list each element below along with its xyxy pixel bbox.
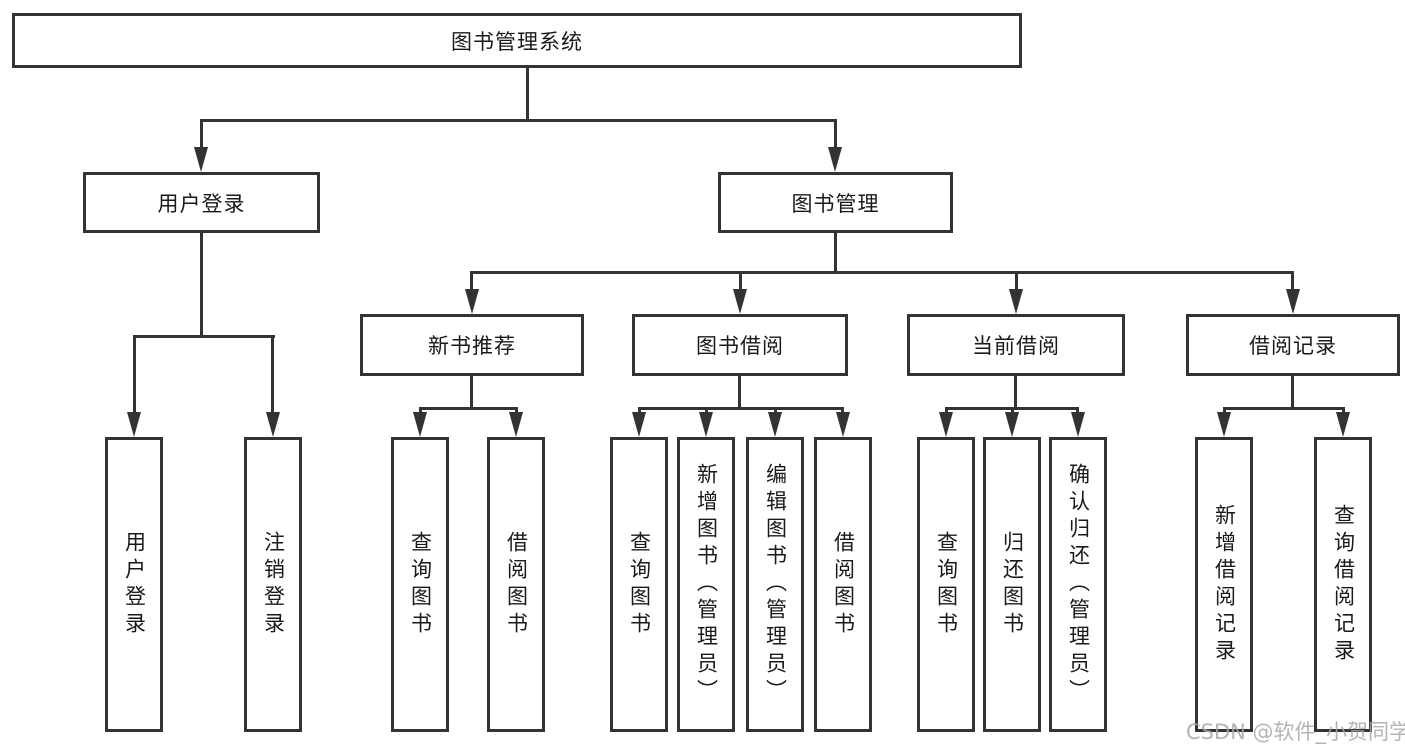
connector-drop-leaf	[841, 407, 844, 415]
csdn-watermark: CSDN @软件_小贺同学	[1186, 720, 1405, 744]
node-box-leaf-borrow-book-1: 借阅图书	[487, 437, 545, 732]
connector-root-stem	[526, 67, 529, 122]
connector-drop-leaf	[1342, 407, 1345, 415]
arrowhead-down-icon	[465, 289, 479, 314]
node-box-root: 图书管理系统	[12, 13, 1022, 68]
node-box-leaf-borrow-book-2: 借阅图书	[814, 437, 872, 732]
arrowhead-down-icon	[1005, 412, 1019, 437]
node-box-new-book-recommend: 新书推荐	[360, 314, 584, 376]
connector-drop-borrow-records	[1291, 271, 1294, 291]
connector-level1-horizontal	[200, 119, 836, 122]
connector-book-borrow-horizontal	[638, 407, 844, 410]
connector-drop-current-borrow	[1015, 271, 1018, 291]
arrowhead-down-icon	[413, 412, 427, 437]
connector-drop-leaf	[515, 407, 518, 415]
connector-borrow-records-horizontal	[1223, 407, 1344, 410]
connector-drop-leaf	[419, 407, 422, 415]
connector-drop-leaf	[705, 407, 708, 415]
connector-current-borrow-stem	[1014, 374, 1017, 409]
arrowhead-down-icon	[1336, 412, 1350, 437]
arrowhead-down-icon	[1286, 289, 1300, 314]
connector-drop-leaf	[1076, 407, 1079, 415]
connector-drop-leaf	[945, 407, 948, 415]
node-box-leaf-logout: 注销登录	[244, 437, 302, 732]
arrowhead-down-icon	[266, 412, 280, 437]
connector-drop-leaf	[638, 407, 641, 415]
connector-new-book-recommend-stem	[470, 374, 473, 409]
node-box-book-management: 图书管理	[718, 172, 953, 233]
node-box-leaf-confirm-return-admin: 确认归还（管理员）	[1049, 437, 1107, 732]
connector-drop-book-borrow	[739, 271, 742, 291]
node-box-user-login: 用户登录	[83, 172, 320, 233]
arrowhead-down-icon	[768, 412, 782, 437]
arrowhead-down-icon	[127, 412, 141, 437]
node-box-leaf-edit-book-admin: 编辑图书（管理员）	[746, 437, 804, 732]
connector-drop-new-book-recommend	[470, 271, 473, 291]
arrowhead-down-icon	[699, 412, 713, 437]
node-box-leaf-add-book-admin: 新增图书（管理员）	[677, 437, 735, 732]
connector-drop-leaf	[1223, 407, 1226, 415]
node-box-current-borrow: 当前借阅	[907, 314, 1125, 376]
arrowhead-down-icon	[828, 147, 842, 172]
connector-book-management-stem	[834, 231, 837, 273]
node-box-leaf-user-login: 用户登录	[105, 437, 163, 732]
arrowhead-down-icon	[509, 412, 523, 437]
node-box-book-borrow: 图书借阅	[632, 314, 848, 376]
node-box-leaf-query-book-3: 查询图书	[917, 437, 975, 732]
arrowhead-down-icon	[194, 147, 208, 172]
connector-borrow-records-stem	[1291, 374, 1294, 409]
node-box-leaf-add-borrow-record: 新增借阅记录	[1195, 437, 1253, 732]
arrowhead-down-icon	[939, 412, 953, 437]
connector-new-book-recommend-horizontal	[419, 407, 518, 410]
connector-user-login-horizontal	[133, 335, 275, 338]
connector-drop-leaf	[774, 407, 777, 415]
connector-drop-book-management	[834, 119, 837, 149]
arrowhead-down-icon	[733, 289, 747, 314]
arrowhead-down-icon	[1217, 412, 1231, 437]
node-box-leaf-query-book-1: 查询图书	[391, 437, 449, 732]
arrowhead-down-icon	[836, 412, 850, 437]
connector-book-borrow-stem	[738, 374, 741, 409]
arrowhead-down-icon	[1071, 412, 1085, 437]
arrowhead-down-icon	[1009, 289, 1023, 314]
node-box-leaf-query-borrow-record: 查询借阅记录	[1314, 437, 1372, 732]
connector-drop-leaf-login	[133, 335, 136, 414]
node-box-borrow-records: 借阅记录	[1186, 314, 1400, 376]
node-box-leaf-return-book: 归还图书	[983, 437, 1041, 732]
connector-level2-horizontal	[470, 271, 1293, 274]
arrowhead-down-icon	[632, 412, 646, 437]
node-box-leaf-query-book-2: 查询图书	[610, 437, 668, 732]
connector-user-login-stem	[200, 231, 203, 338]
connector-drop-leaf-logout	[271, 335, 274, 414]
connector-drop-leaf	[1011, 407, 1014, 415]
connector-drop-user-login	[200, 119, 203, 149]
